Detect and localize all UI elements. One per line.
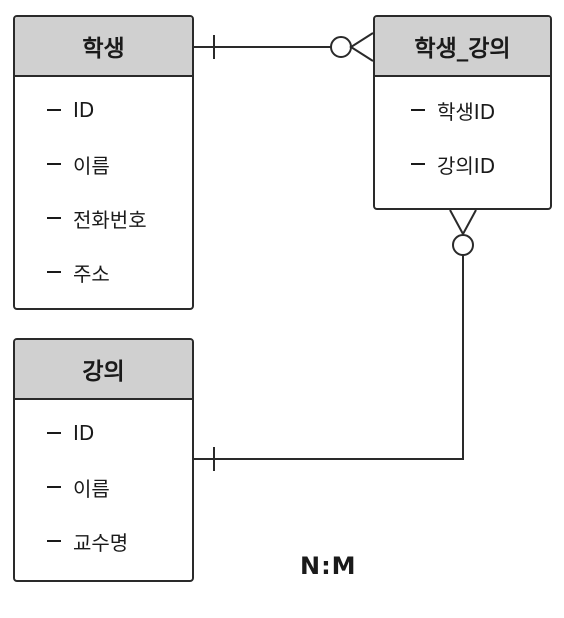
course-attribute: ID [15,406,192,460]
student-attribute: 주소 [15,245,192,299]
course-enrollment-line [194,255,464,460]
course-attribute-list: ID 이름 교수명 [15,400,192,568]
enrollment-attribute-list: 학생ID 강의ID [375,77,550,191]
course-attribute: 교수명 [15,514,192,568]
dash-marker [47,432,61,434]
enrollment-zero-circle-bottom [452,234,474,256]
course-entity-title: 강의 [15,340,192,400]
enrollment-attribute: 강의ID [375,137,550,191]
course-attribute-label: 교수명 [73,530,129,555]
enrollment-crowsfoot-bottom [449,209,477,237]
course-entity: 강의 ID 이름 교수명 [13,338,194,582]
dash-marker [411,109,425,111]
dash-marker [47,540,61,542]
student-entity: 학생 ID 이름 전화번호 주소 [13,15,194,310]
student-attribute-label: 전화번호 [73,207,147,232]
dash-marker [47,271,61,273]
enrollment-crowsfoot-top [349,32,374,62]
enrollment-attribute-label: 강의ID [437,153,496,178]
enrollment-attribute: 학생ID [375,83,550,137]
cardinality-label: N:M [300,552,357,580]
dash-marker [47,163,61,165]
student-attribute-label: 주소 [73,261,110,286]
course-attribute-label: ID [73,421,95,445]
enrollment-zero-circle-top [330,36,352,58]
student-attribute-list: ID 이름 전화번호 주소 [15,77,192,299]
dash-marker [47,217,61,219]
student-attribute-label: ID [73,98,95,122]
student-attribute: 이름 [15,137,192,191]
dash-marker [47,486,61,488]
course-attribute-label: 이름 [73,476,110,501]
dash-marker [411,163,425,165]
dash-marker [47,109,61,111]
enrollment-attribute-label: 학생ID [437,99,496,124]
enrollment-entity-title: 학생_강의 [375,17,550,77]
student-attribute: ID [15,83,192,137]
student-attribute: 전화번호 [15,191,192,245]
enrollment-entity: 학생_강의 학생ID 강의ID [373,15,552,210]
course-attribute: 이름 [15,460,192,514]
student-entity-title: 학생 [15,17,192,77]
student-attribute-label: 이름 [73,153,110,178]
